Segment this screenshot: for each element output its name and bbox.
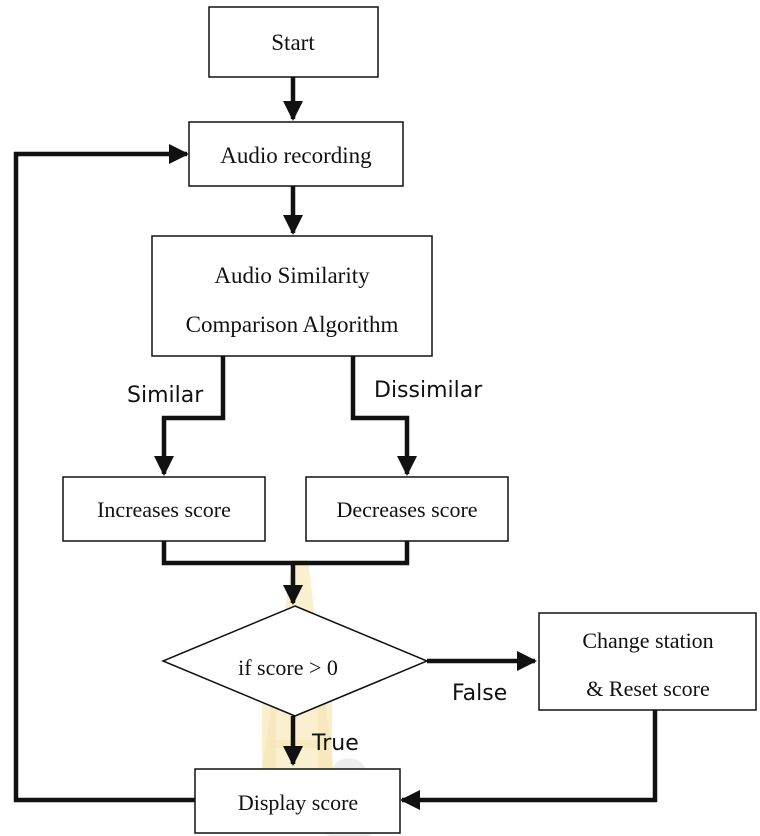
decision-label: if score > 0 bbox=[238, 655, 338, 680]
recording-label: Audio recording bbox=[220, 143, 372, 168]
edge-change-to-display bbox=[399, 710, 658, 811]
algorithm-label-line1: Audio Similarity bbox=[214, 263, 370, 288]
true-label: True bbox=[311, 731, 359, 756]
decision-node bbox=[161, 605, 429, 717]
start-node bbox=[208, 6, 379, 78]
edge-labels: Similar Dissimilar False True bbox=[127, 378, 507, 756]
false-label: False bbox=[452, 681, 507, 706]
recording-node bbox=[188, 121, 404, 187]
decrease-node bbox=[305, 476, 509, 542]
edge-similar bbox=[153, 356, 226, 477]
decrease-label: Decreases score bbox=[336, 497, 477, 522]
connectors bbox=[13, 77, 658, 811]
display-node bbox=[194, 768, 401, 834]
display-label: Display score bbox=[238, 790, 358, 815]
edge-dissimilar bbox=[350, 356, 418, 477]
edge-merge bbox=[161, 541, 410, 566]
increase-node bbox=[62, 476, 266, 542]
algorithm-node bbox=[151, 235, 433, 357]
algorithm-label-line2: Comparison Algorithm bbox=[186, 312, 399, 337]
increase-label: Increases score bbox=[97, 497, 231, 522]
start-label: Start bbox=[271, 30, 315, 55]
change-node bbox=[538, 612, 757, 711]
edge-loop-back bbox=[13, 143, 195, 803]
node-labels: Start Audio recording Audio Similarity C… bbox=[97, 30, 714, 815]
change-label-line2: & Reset score bbox=[586, 676, 709, 701]
nodes bbox=[62, 6, 757, 834]
change-label-line1: Change station bbox=[582, 628, 713, 653]
similar-label: Similar bbox=[127, 383, 204, 408]
dissimilar-label: Dissimilar bbox=[374, 378, 483, 403]
